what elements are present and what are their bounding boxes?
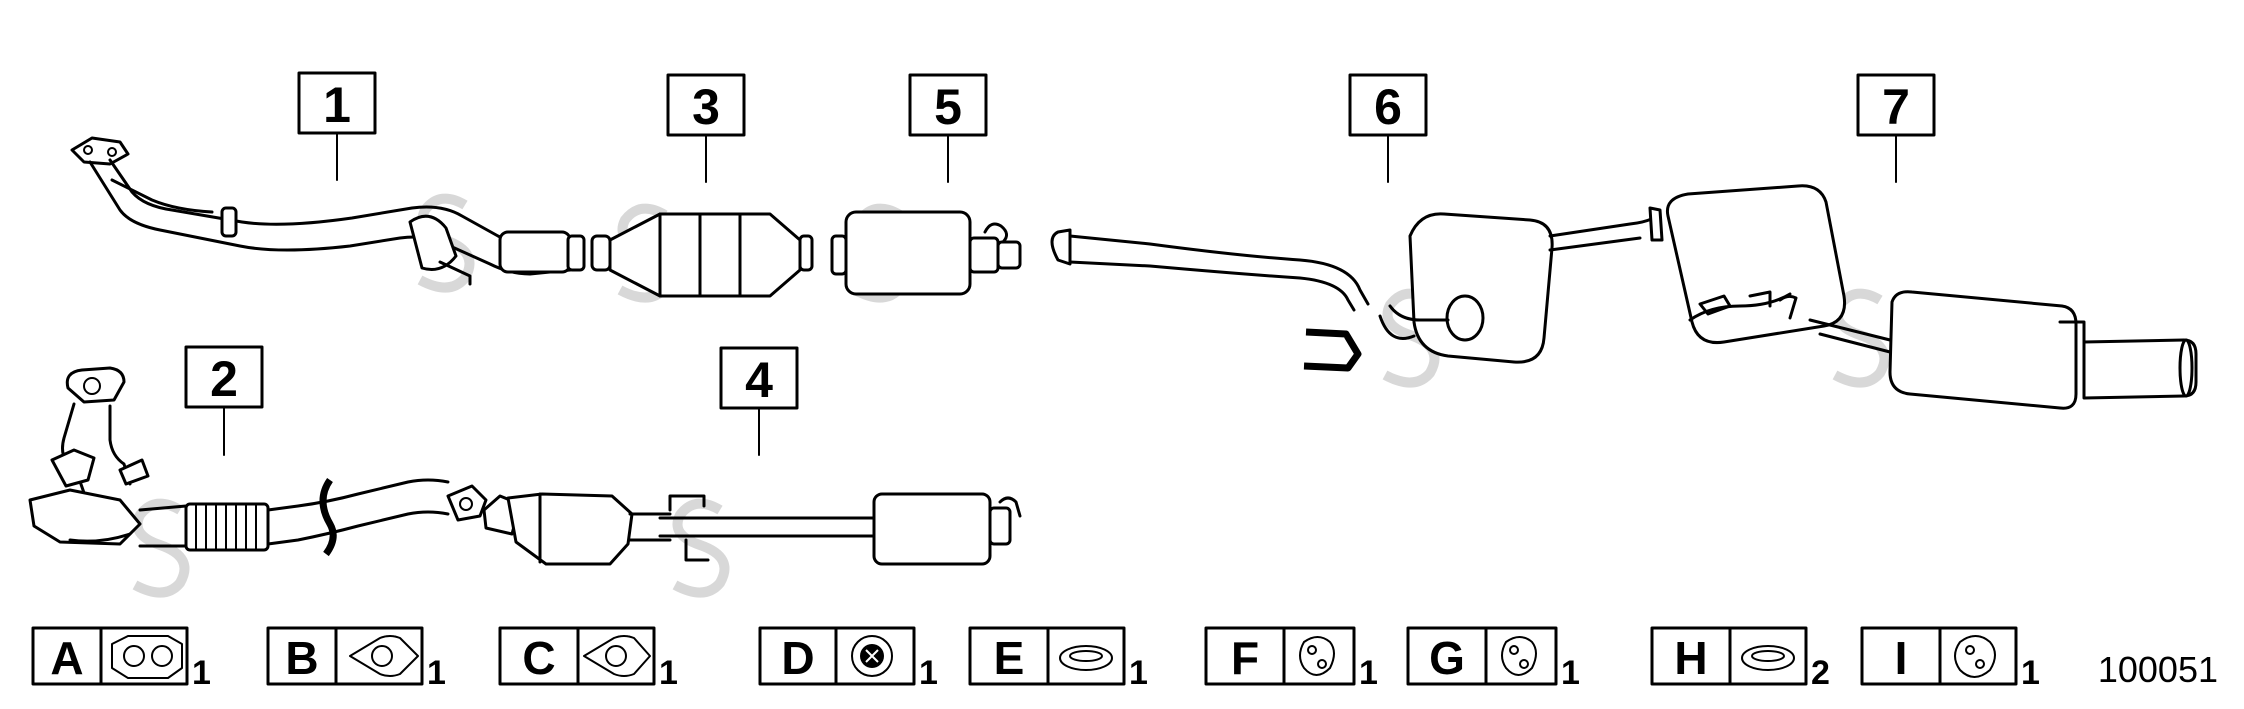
callout-6: 6 [1348,73,1428,183]
rubber-hanger-icon [1501,636,1537,676]
key-item-h: H 2 [1650,626,1830,692]
key-qty-g: 1 [1561,654,1580,692]
two-hole-flange-gasket-icon [111,635,183,679]
key-letter-c: C [522,632,555,684]
callout-7: 7 [1856,73,1936,183]
key-qty-b: 1 [427,654,446,692]
callout-4: 4 [719,346,799,456]
callout-5-label: 5 [934,79,962,135]
key-item-a: A 1 [31,626,211,692]
key-qty-c: 1 [659,654,678,692]
part-2-exhaust-manifold [28,366,488,557]
diamond-gasket-icon [349,635,419,677]
callout-1: 1 [297,71,377,181]
key-letter-d: D [781,632,814,684]
key-qty-d: 1 [919,654,938,692]
callout-6-label: 6 [1374,79,1402,135]
key-letter-a: A [50,632,83,684]
callout-3: 3 [666,73,746,183]
key-letter-b: B [285,632,318,684]
ring-gasket-icon [1059,645,1113,671]
part-6-intermediate-pipe [1050,206,1664,372]
rubber-hanger-icon [1299,636,1335,676]
callout-4-label: 4 [745,352,773,408]
gasket-key: A 1 B 1 C [31,626,2218,692]
key-letter-f: F [1231,632,1259,684]
callout-2: 2 [184,345,264,456]
part-5-center-muffler [830,210,1022,296]
part-3-catalytic-converter [590,212,814,298]
diamond-gasket-icon [583,635,651,677]
key-item-g: G 1 [1406,626,1580,692]
part-7-rear-muffler [1665,184,2198,410]
part-1-front-pipe [70,136,586,286]
key-qty-a: 1 [192,654,211,692]
callout-2-label: 2 [210,351,238,407]
key-qty-f: 1 [1359,654,1378,692]
key-item-f: F 1 [1204,626,1378,692]
key-qty-e: 1 [1129,654,1148,692]
key-item-i: I 1 [1860,626,2040,692]
part-4-catalyst-center-pipe [482,492,1022,566]
key-item-e: E 1 [968,626,1148,692]
diagram-number: 100051 [2098,649,2218,690]
callout-1-label: 1 [323,77,351,133]
key-item-b: B 1 [266,626,446,692]
round-gasket-icon [851,635,893,677]
key-item-d: D 1 [758,626,938,692]
ring-gasket-icon [1741,645,1795,671]
rubber-hanger-icon [1954,635,1996,678]
key-letter-e: E [994,632,1025,684]
callout-5: 5 [908,73,988,183]
key-qty-h: 2 [1811,654,1830,692]
callout-3-label: 3 [692,79,720,135]
key-qty-i: 1 [2021,654,2040,692]
key-letter-g: G [1429,632,1465,684]
key-letter-h: H [1674,632,1707,684]
key-letter-i: I [1895,632,1908,684]
key-item-c: C 1 [498,626,678,692]
callout-7-label: 7 [1882,79,1910,135]
